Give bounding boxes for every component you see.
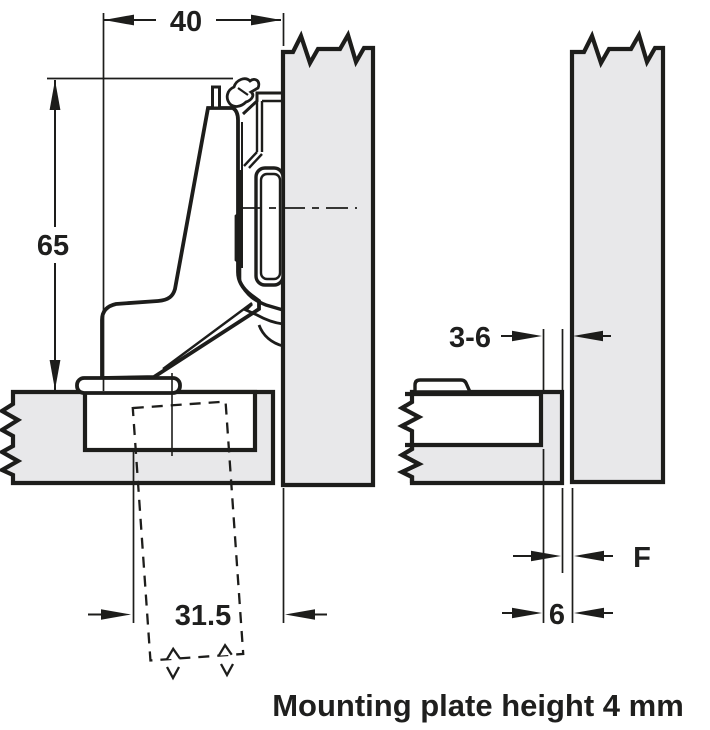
left-cup-recess: [82, 389, 258, 453]
dim-65-label: 65: [37, 230, 69, 262]
dim-31-5-label: 31.5: [175, 600, 231, 632]
mounting-plate: [75, 376, 182, 395]
dim-40: 40: [104, 6, 281, 38]
dim-65: 65: [37, 80, 69, 390]
left-cabinet-panel: [280, 29, 376, 488]
dim-F-label: F: [633, 542, 651, 574]
dim-31-5: 31.5: [88, 600, 327, 632]
dim-6-label: 6: [549, 599, 565, 631]
dim-F: F: [513, 542, 651, 574]
dim-40-label: 40: [170, 6, 202, 38]
dim-6: 6: [502, 599, 613, 631]
drill-direction-marks: [165, 663, 235, 681]
left-view: [0, 29, 376, 681]
hinge-adjust-pin: [211, 85, 221, 110]
dimensions: 40 65 31.5 3-6: [37, 6, 651, 632]
dim-3-6-label: 3-6: [449, 322, 491, 354]
right-cup-hole: [405, 391, 544, 448]
caption: Mounting plate height 4 mm: [272, 688, 684, 723]
dim-3-6: 3-6: [449, 322, 611, 354]
hinge-arm-inner-edge: [162, 302, 253, 370]
right-view: [397, 29, 666, 486]
right-cabinet-panel: [569, 29, 666, 485]
mounting-plate-edge-tab: [413, 378, 473, 394]
right-door-break-edge: [397, 392, 424, 483]
hinge-clip-hook-detail: [237, 87, 249, 96]
hinge-cup-assembly: [234, 91, 285, 348]
drill-projection: [131, 400, 245, 662]
